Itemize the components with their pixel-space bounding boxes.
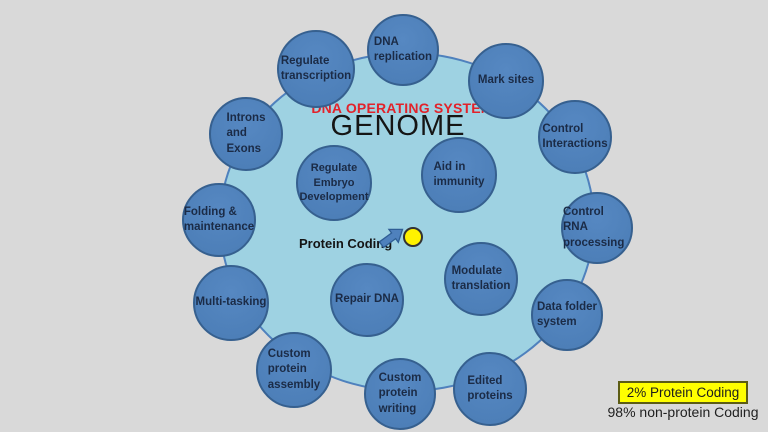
node-repair-dna: Repair DNA xyxy=(330,263,404,337)
node-label: Control Interactions xyxy=(542,122,608,150)
node-aid-in-immunity: Aid in immunity xyxy=(421,137,497,213)
node-label: Introns and Exons xyxy=(226,112,266,155)
node-custom-protein-assembly: Custom protein assembly xyxy=(256,332,332,408)
node-label: Regulate Embryo Development xyxy=(299,162,369,204)
node-label: Control RNA processing xyxy=(563,206,625,249)
node-label: Edited proteins xyxy=(467,374,513,402)
node-label: DNA replication xyxy=(373,35,433,63)
protein-coding-dot-icon xyxy=(403,227,423,247)
node-label: Modulate translation xyxy=(451,264,511,292)
node-control-rna-processing: Control RNA processing xyxy=(561,192,633,264)
node-folding-maintenance: Folding & maintenance xyxy=(182,183,256,257)
node-regulate-embryo-development: Regulate Embryo Development xyxy=(296,145,372,221)
protein-coding-label: Protein Coding xyxy=(299,236,393,251)
node-label: Aid in immunity xyxy=(433,160,485,188)
legend-protein-coding: 2% Protein Coding xyxy=(618,381,748,404)
node-regulate-transcription: Regulate transcription xyxy=(277,30,355,108)
node-edited-proteins: Edited proteins xyxy=(453,352,527,426)
node-label: Mark sites xyxy=(477,74,535,87)
node-label: Custom protein assembly xyxy=(267,348,321,391)
node-custom-protein-writing: Custom protein writing xyxy=(364,358,436,430)
slide-kicker: DNA OPERATING SYSTEM xyxy=(311,100,493,116)
node-label: Regulate transcription xyxy=(280,54,352,82)
page-title: GENOME xyxy=(330,110,466,142)
node-dna-replication: DNA replication xyxy=(367,14,439,86)
node-mark-sites: Mark sites xyxy=(468,43,544,119)
node-label: Multi-tasking xyxy=(195,296,267,309)
node-label: Data folder system xyxy=(536,300,598,328)
node-label: Custom protein writing xyxy=(378,372,422,415)
node-control-interactions: Control Interactions xyxy=(538,100,612,174)
up-right-block-arrow-icon xyxy=(378,228,404,249)
node-data-folder-system: Data folder system xyxy=(531,279,603,351)
node-introns-and-exons: Introns and Exons xyxy=(209,97,283,171)
node-label: Repair DNA xyxy=(335,293,399,306)
node-label: Folding & maintenance xyxy=(183,205,255,233)
legend-highlight-text: 2% Protein Coding xyxy=(626,385,740,400)
node-multi-tasking: Multi-tasking xyxy=(193,265,269,341)
node-modulate-translation: Modulate translation xyxy=(444,242,518,316)
legend-non-protein-coding: 98% non-protein Coding xyxy=(607,404,759,420)
